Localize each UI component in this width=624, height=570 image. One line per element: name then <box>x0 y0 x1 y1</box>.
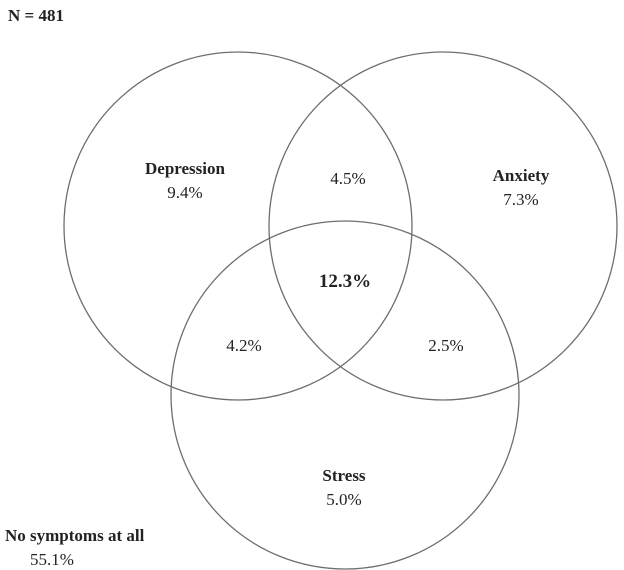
stress-name: Stress <box>322 466 366 485</box>
all-three-overlap-value: 12.3% <box>319 271 371 292</box>
stress-circle <box>170 220 520 570</box>
depression-circle <box>63 51 413 401</box>
stress-value: 5.0% <box>326 490 361 509</box>
sample-size-label: N = 481 <box>8 6 64 25</box>
depression-stress-overlap-value: 4.2% <box>226 336 261 355</box>
depression-name: Depression <box>145 159 226 178</box>
anxiety-stress-overlap-value: 2.5% <box>428 336 463 355</box>
anxiety-name: Anxiety <box>493 166 550 185</box>
depression-value: 9.4% <box>167 183 202 202</box>
no-symptoms-label: No symptoms at all <box>5 526 145 545</box>
anxiety-value: 7.3% <box>503 190 538 209</box>
anxiety-circle <box>268 51 618 401</box>
depression-anxiety-overlap-value: 4.5% <box>330 169 365 188</box>
no-symptoms-value: 55.1% <box>30 550 74 569</box>
